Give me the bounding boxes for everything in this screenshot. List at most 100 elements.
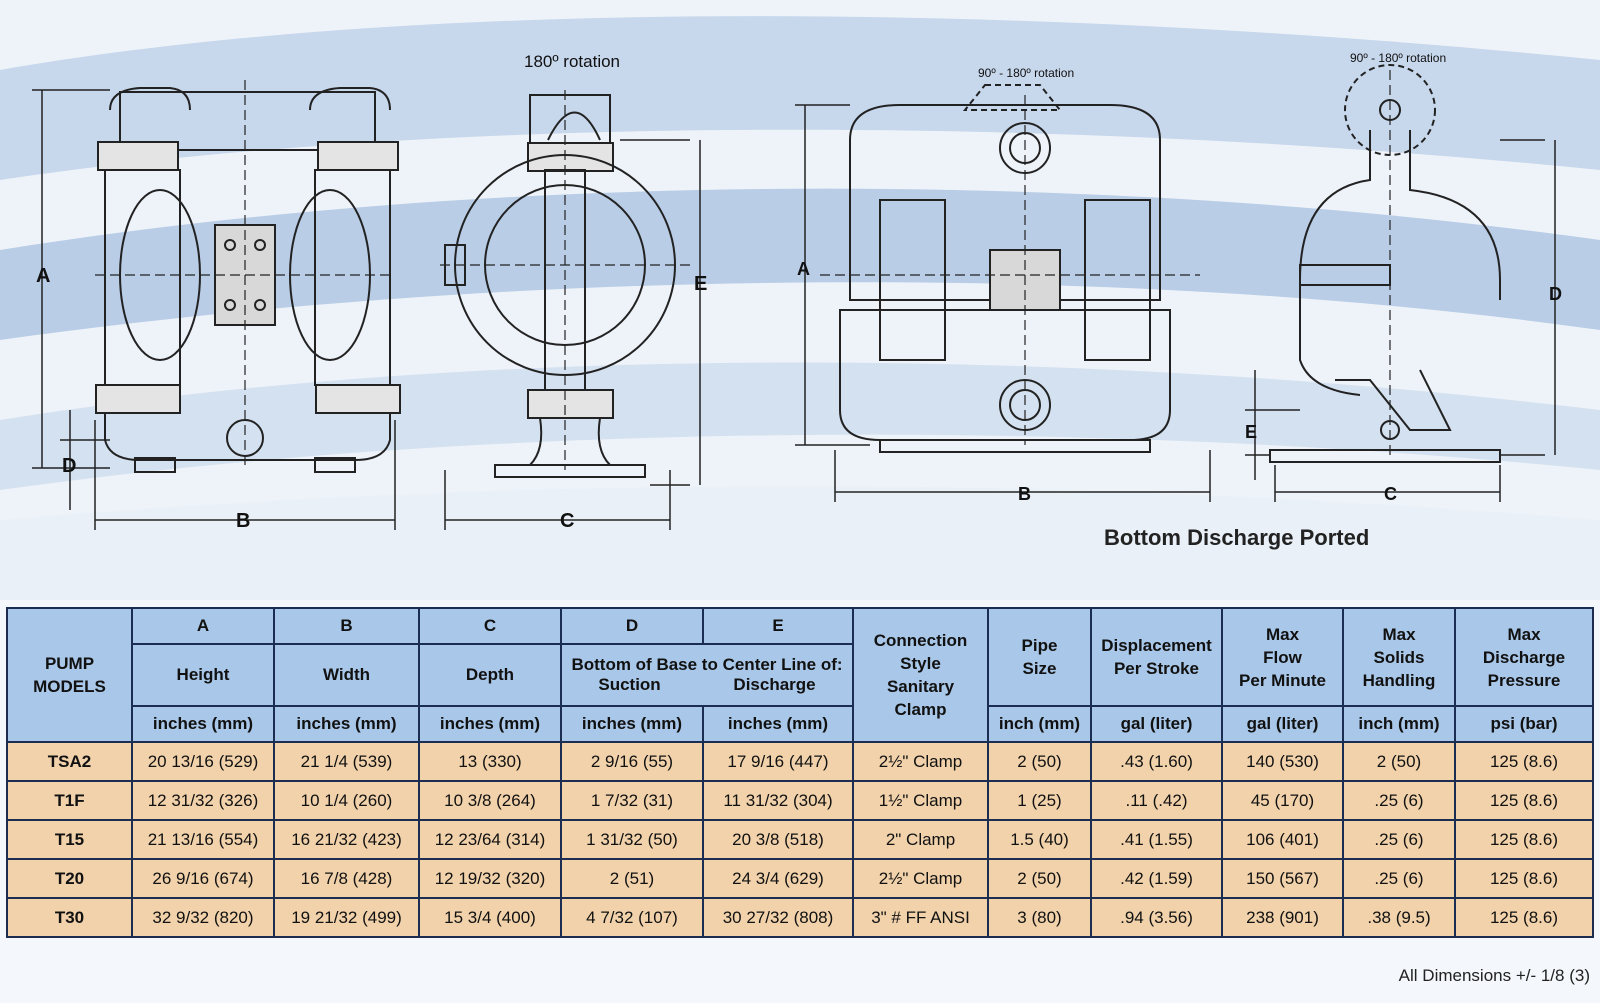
header-width: Width bbox=[273, 643, 420, 707]
label-dim-c-2: C bbox=[1384, 484, 1397, 504]
cell-d: 1 7/32 (31) bbox=[560, 780, 704, 821]
cell-d: 2 (51) bbox=[560, 858, 704, 899]
label-dim-e: E bbox=[694, 273, 707, 295]
header-c-letter: C bbox=[418, 607, 562, 645]
label-rotation-90-180-side: 90º - 180º rotation bbox=[1350, 51, 1446, 65]
drawing-side-view bbox=[444, 94, 676, 478]
cell-solids: .25 (6) bbox=[1342, 780, 1456, 821]
label-rotation-90-180-front: 90º - 180º rotation bbox=[978, 66, 1074, 80]
unit-flow: gal (liter) bbox=[1221, 705, 1344, 743]
cell-b: 19 21/32 (499) bbox=[273, 897, 420, 938]
cell-b: 16 21/32 (423) bbox=[273, 819, 420, 860]
cell-e: 24 3/4 (629) bbox=[702, 858, 854, 899]
cell-d: 1 31/32 (50) bbox=[560, 819, 704, 860]
header-suction: Suction bbox=[598, 675, 661, 694]
cell-pressure: 125 (8.6) bbox=[1454, 780, 1594, 821]
drawing-caption: Bottom Discharge Ported bbox=[1104, 525, 1370, 550]
label-dim-a: A bbox=[36, 265, 50, 287]
cell-conn: 2½" Clamp bbox=[852, 858, 989, 899]
cell-a: 12 31/32 (326) bbox=[131, 780, 275, 821]
unit-c: inches (mm) bbox=[418, 705, 562, 743]
unit-solids: inch (mm) bbox=[1342, 705, 1456, 743]
header-connection: Connection Style Sanitary Clamp bbox=[852, 607, 989, 743]
cell-a: 26 9/16 (674) bbox=[131, 858, 275, 899]
cell-c: 10 3/8 (264) bbox=[418, 780, 562, 821]
cell-e: 30 27/32 (808) bbox=[702, 897, 854, 938]
cell-disp: .11 (.42) bbox=[1090, 780, 1223, 821]
header-bottom-base-text: Bottom of Base to Center Line of: bbox=[571, 655, 843, 674]
header-max-solids: Max Solids Handling bbox=[1342, 607, 1456, 707]
cell-model: T15 bbox=[6, 819, 133, 860]
unit-pipe: inch (mm) bbox=[987, 705, 1092, 743]
cell-conn: 2" Clamp bbox=[852, 819, 989, 860]
cell-flow: 140 (530) bbox=[1221, 741, 1344, 782]
drawing-front-view bbox=[95, 87, 401, 473]
cell-d: 2 9/16 (55) bbox=[560, 741, 704, 782]
cell-pressure: 125 (8.6) bbox=[1454, 858, 1594, 899]
header-d-letter: D bbox=[560, 607, 704, 645]
cell-pipe: 2 (50) bbox=[987, 858, 1092, 899]
unit-displacement: gal (liter) bbox=[1090, 705, 1223, 743]
cell-flow: 106 (401) bbox=[1221, 819, 1344, 860]
header-max-flow: Max Flow Per Minute bbox=[1221, 607, 1344, 707]
cell-pressure: 125 (8.6) bbox=[1454, 819, 1594, 860]
drawing-bottom-discharge-side bbox=[1269, 64, 1501, 463]
cell-solids: .25 (6) bbox=[1342, 819, 1456, 860]
cell-c: 12 23/64 (314) bbox=[418, 819, 562, 860]
header-displacement: Displacement Per Stroke bbox=[1090, 607, 1223, 707]
header-pump-models: PUMP MODELS bbox=[6, 607, 133, 743]
pump-drawings: A D B C E 180º rotation A B 90º - 180º r… bbox=[32, 51, 1562, 532]
cell-solids: .25 (6) bbox=[1342, 858, 1456, 899]
cell-a: 20 13/16 (529) bbox=[131, 741, 275, 782]
cell-c: 13 (330) bbox=[418, 741, 562, 782]
cell-flow: 150 (567) bbox=[1221, 858, 1344, 899]
header-pipe-size: Pipe Size bbox=[987, 607, 1092, 707]
label-dim-b: B bbox=[236, 510, 250, 532]
cell-model: T30 bbox=[6, 897, 133, 938]
cell-pipe: 1 (25) bbox=[987, 780, 1092, 821]
label-dim-d-2: D bbox=[1549, 284, 1562, 304]
cell-disp: .94 (3.56) bbox=[1090, 897, 1223, 938]
drawing-bottom-discharge-front bbox=[839, 84, 1171, 453]
cell-solids: .38 (9.5) bbox=[1342, 897, 1456, 938]
cell-pipe: 2 (50) bbox=[987, 741, 1092, 782]
cell-disp: .42 (1.59) bbox=[1090, 858, 1223, 899]
cell-c: 12 19/32 (320) bbox=[418, 858, 562, 899]
cell-solids: 2 (50) bbox=[1342, 741, 1456, 782]
label-dim-c: C bbox=[560, 510, 574, 532]
cell-model: T1F bbox=[6, 780, 133, 821]
header-discharge: Discharge bbox=[733, 675, 816, 694]
cell-pressure: 125 (8.6) bbox=[1454, 741, 1594, 782]
spec-table-wrap: PUMP MODELS A B C D E Connection Style S… bbox=[6, 607, 1594, 938]
cell-b: 10 1/4 (260) bbox=[273, 780, 420, 821]
unit-e: inches (mm) bbox=[702, 705, 854, 743]
spec-table: PUMP MODELS A B C D E Connection Style S… bbox=[6, 607, 1594, 938]
cell-disp: .43 (1.60) bbox=[1090, 741, 1223, 782]
cell-e: 17 9/16 (447) bbox=[702, 741, 854, 782]
unit-b: inches (mm) bbox=[273, 705, 420, 743]
unit-d: inches (mm) bbox=[560, 705, 704, 743]
cell-conn: 3" # FF ANSI bbox=[852, 897, 989, 938]
header-max-pressure: Max Discharge Pressure bbox=[1454, 607, 1594, 707]
cell-conn: 2½" Clamp bbox=[852, 741, 989, 782]
cell-flow: 238 (901) bbox=[1221, 897, 1344, 938]
background-swoosh bbox=[0, 16, 1600, 490]
header-height: Height bbox=[131, 643, 275, 707]
label-dim-b-2: B bbox=[1018, 484, 1031, 504]
unit-a: inches (mm) bbox=[131, 705, 275, 743]
label-dim-a-2: A bbox=[797, 259, 810, 279]
cell-d: 4 7/32 (107) bbox=[560, 897, 704, 938]
cell-pipe: 1.5 (40) bbox=[987, 819, 1092, 860]
cell-pipe: 3 (80) bbox=[987, 897, 1092, 938]
cell-e: 20 3/8 (518) bbox=[702, 819, 854, 860]
cell-b: 21 1/4 (539) bbox=[273, 741, 420, 782]
cell-model: TSA2 bbox=[6, 741, 133, 782]
cell-model: T20 bbox=[6, 858, 133, 899]
header-e-letter: E bbox=[702, 607, 854, 645]
label-rotation-180: 180º rotation bbox=[524, 52, 620, 71]
cell-flow: 45 (170) bbox=[1221, 780, 1344, 821]
